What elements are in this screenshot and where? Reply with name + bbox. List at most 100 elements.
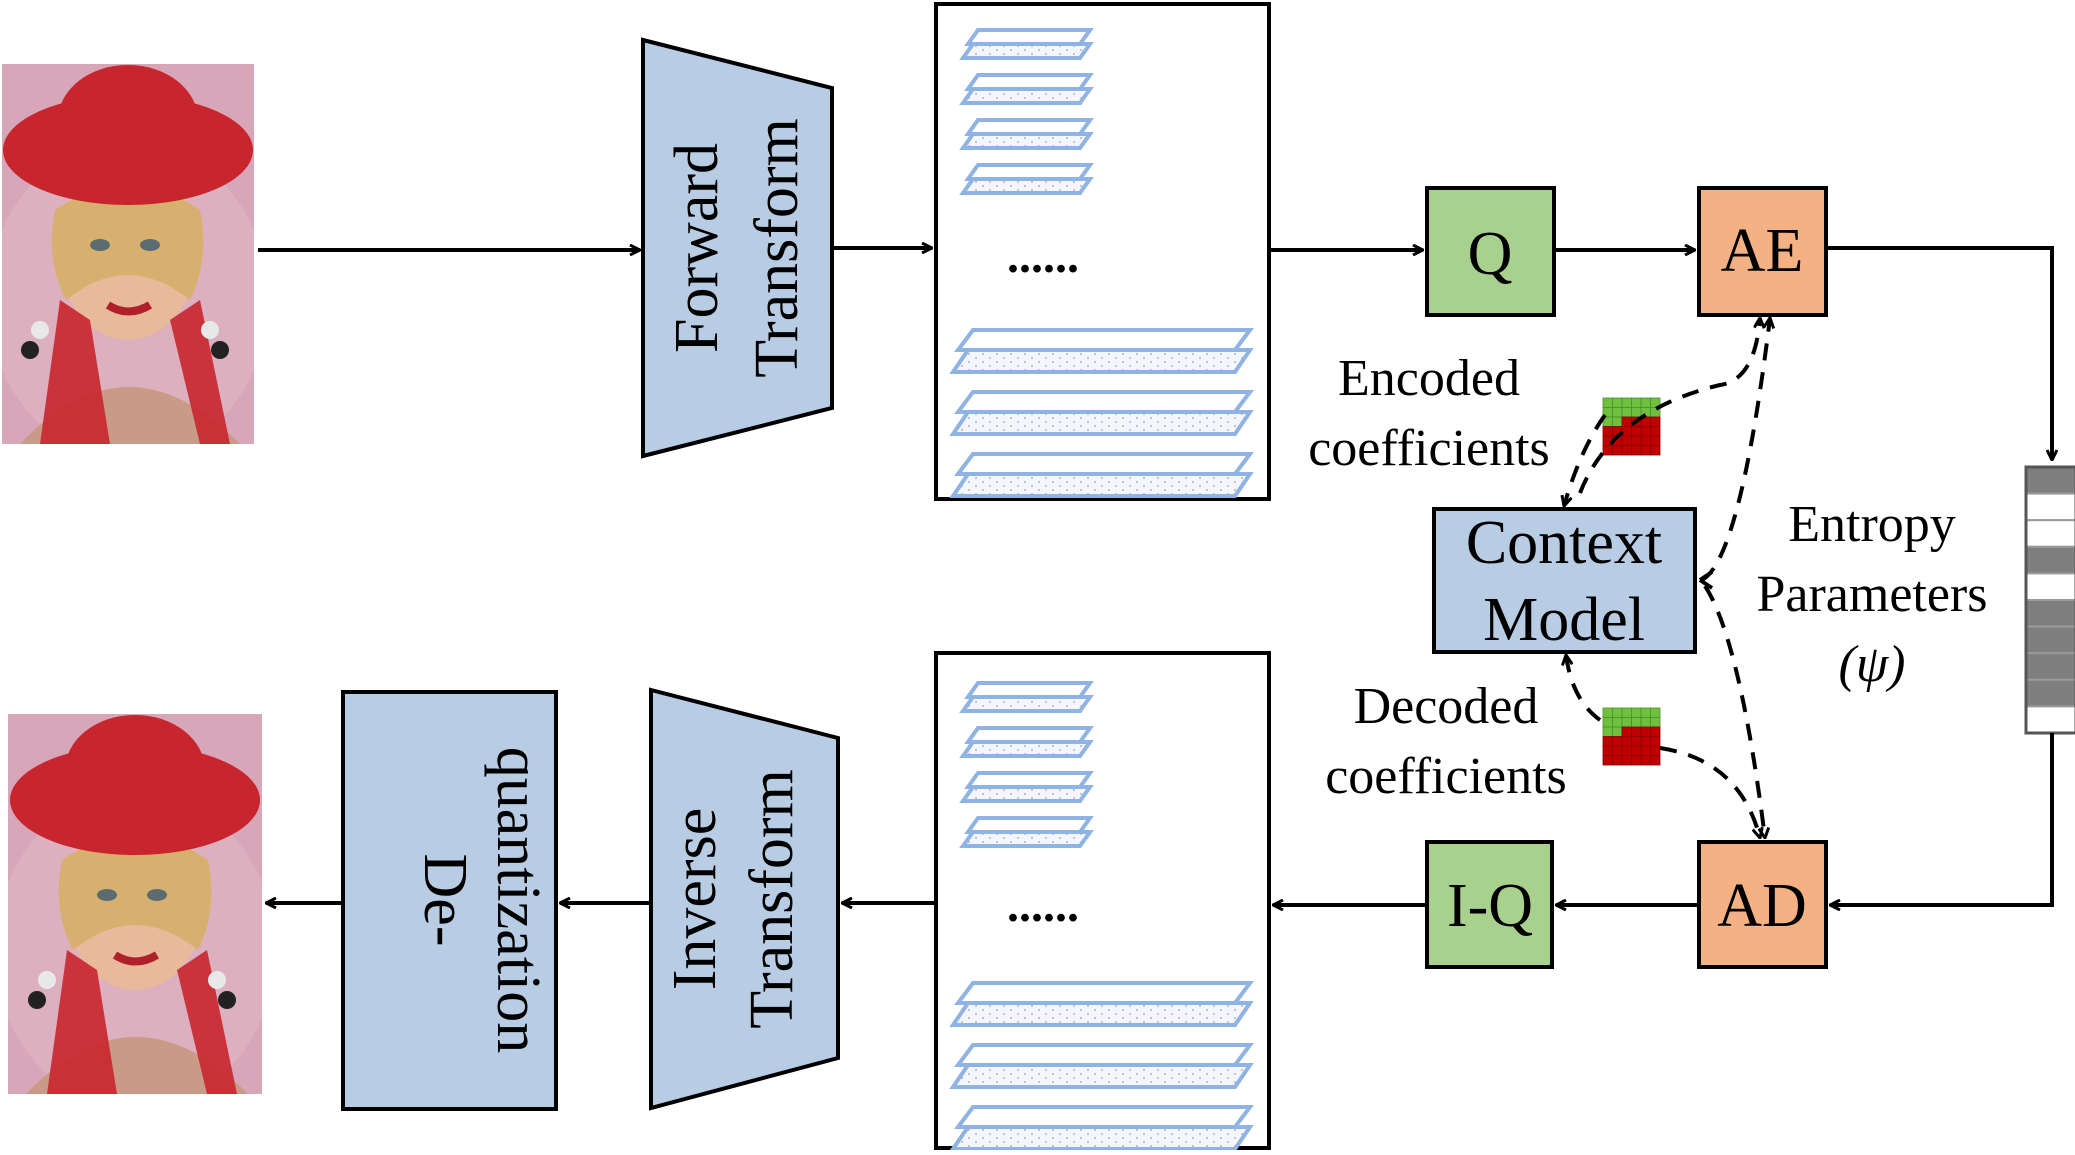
encoder-ellipsis: ...... bbox=[1007, 230, 1079, 283]
coefficient-cell bbox=[1621, 736, 1632, 747]
coefficient-cell bbox=[1602, 736, 1613, 747]
inverse-quantizer-block: I-Q bbox=[1425, 840, 1554, 969]
encoded-label-1: Encoded bbox=[1338, 350, 1520, 407]
input-portrait-image bbox=[2, 64, 254, 444]
coefficient-cell bbox=[1612, 407, 1623, 418]
coefficient-cell bbox=[1640, 717, 1651, 728]
coefficient-cell bbox=[1621, 397, 1632, 408]
entropy-label-2: Parameters bbox=[1756, 566, 1987, 623]
coefficient-cell bbox=[1621, 755, 1632, 766]
solid-connectors bbox=[258, 248, 2052, 905]
coefficient-cell bbox=[1640, 755, 1651, 766]
arrow-bitstream-to-ad bbox=[1830, 733, 2054, 905]
coefficient-cell bbox=[1612, 755, 1623, 766]
arithmetic-decoder-block: AD bbox=[1697, 840, 1828, 969]
encoder-subband-stack bbox=[949, 28, 1254, 498]
encoder-large-subband bbox=[949, 452, 1254, 498]
encoder-large-subband bbox=[949, 390, 1254, 436]
coefficient-cell bbox=[1621, 407, 1632, 418]
coefficient-cell bbox=[1650, 736, 1661, 747]
coefficient-cell bbox=[1602, 397, 1613, 408]
coefficient-cell bbox=[1640, 397, 1651, 408]
coefficient-cell bbox=[1621, 426, 1632, 437]
coefficient-cell bbox=[1612, 416, 1623, 427]
coefficient-cell bbox=[1640, 736, 1651, 747]
output-portrait-image bbox=[8, 714, 262, 1094]
arithmetic-encoder-block: AE bbox=[1697, 186, 1828, 317]
coefficient-cell bbox=[1621, 416, 1632, 427]
decoded-label-2: coefficients bbox=[1325, 748, 1567, 805]
coefficient-cell bbox=[1631, 745, 1642, 756]
coefficient-cell bbox=[1650, 426, 1661, 437]
forward-transform-block: Forward Transform bbox=[641, 37, 834, 459]
coefficient-cell bbox=[1631, 755, 1642, 766]
decoder-subband-panel: ...... bbox=[934, 651, 1271, 1151]
coefficient-cell bbox=[1631, 707, 1642, 718]
decoder-large-subband bbox=[949, 981, 1254, 1027]
arithmetic-encoder-label: AE bbox=[1721, 217, 1804, 285]
encoder-large-subband bbox=[949, 328, 1254, 374]
decoded-label-1: Decoded bbox=[1354, 678, 1539, 735]
encoded-coefficients-label: Encoded coefficients bbox=[1308, 350, 1550, 477]
coefficient-cell bbox=[1631, 445, 1642, 456]
coefficient-cell bbox=[1650, 416, 1661, 427]
coefficient-cell bbox=[1631, 717, 1642, 728]
decoder-subband-stack bbox=[949, 681, 1254, 1151]
coefficient-cell bbox=[1621, 745, 1632, 756]
decoder-ellipsis: ...... bbox=[1007, 879, 1079, 932]
coefficient-cell bbox=[1612, 736, 1623, 747]
coefficient-cell bbox=[1650, 745, 1661, 756]
bitstream-cell bbox=[2025, 652, 2075, 681]
coefficient-cell bbox=[1650, 726, 1661, 737]
encoded-coefficient-grid bbox=[1602, 397, 1661, 456]
entropy-parameters-label: Entropy Parameters (ψ) bbox=[1756, 496, 1987, 693]
decoder-small-subband bbox=[959, 771, 1094, 803]
coefficient-cell bbox=[1602, 445, 1613, 456]
coefficient-cell bbox=[1621, 717, 1632, 728]
bitstream-cell bbox=[2025, 625, 2075, 655]
coefficient-cell bbox=[1650, 445, 1661, 456]
bitstream-cell bbox=[2025, 705, 2075, 735]
inverse-transform-block: Inverse Transform bbox=[649, 687, 840, 1111]
coefficient-cell bbox=[1640, 445, 1651, 456]
quantizer-label: Q bbox=[1468, 220, 1513, 288]
coefficient-cell bbox=[1631, 426, 1642, 437]
coefficient-cell bbox=[1650, 717, 1661, 728]
coefficient-cell bbox=[1640, 426, 1651, 437]
context-model-label-2: Model bbox=[1483, 586, 1645, 654]
dequantization-label-1: De- bbox=[411, 854, 479, 947]
coefficient-cell bbox=[1612, 745, 1623, 756]
coefficient-cell bbox=[1640, 745, 1651, 756]
decoder-large-subband bbox=[949, 1105, 1254, 1151]
coefficient-cell bbox=[1602, 726, 1613, 737]
coefficient-cell bbox=[1621, 726, 1632, 737]
coefficient-cell bbox=[1640, 726, 1651, 737]
decoder-small-subband bbox=[959, 681, 1094, 713]
coefficient-cell bbox=[1631, 407, 1642, 418]
coefficient-cell bbox=[1631, 435, 1642, 446]
dashed-connectors bbox=[1564, 318, 1770, 838]
dashed-arrow-decoded-to-context-model bbox=[1566, 655, 1602, 722]
bitstream-cell bbox=[2025, 678, 2075, 708]
decoder-small-subband bbox=[959, 816, 1094, 848]
encoder-subband-panel: ...... bbox=[934, 2, 1271, 501]
forward-transform-label-2: Transform bbox=[743, 118, 811, 378]
bitstream-cell bbox=[2025, 599, 2075, 628]
coefficient-cell bbox=[1631, 726, 1642, 737]
coefficient-cell bbox=[1612, 397, 1623, 408]
inverse-transform-label-2: Transform bbox=[738, 769, 806, 1029]
dashed-arrow-context-model-to-ae bbox=[1700, 318, 1770, 582]
bitstream-column bbox=[2024, 465, 2075, 735]
context-model-left-arrow bbox=[1698, 570, 1714, 590]
dashed-arrow-context-model-to-ad bbox=[1703, 584, 1765, 838]
decoded-coefficients-label: Decoded coefficients bbox=[1325, 678, 1567, 805]
arithmetic-decoder-label: AD bbox=[1717, 872, 1807, 940]
coefficient-cell bbox=[1650, 755, 1661, 766]
coefficient-cell bbox=[1621, 707, 1632, 718]
coefficient-cell bbox=[1612, 717, 1623, 728]
encoder-small-subband bbox=[959, 28, 1094, 60]
coefficient-cell bbox=[1631, 736, 1642, 747]
coefficient-cell bbox=[1612, 726, 1623, 737]
encoded-label-2: coefficients bbox=[1308, 420, 1550, 477]
